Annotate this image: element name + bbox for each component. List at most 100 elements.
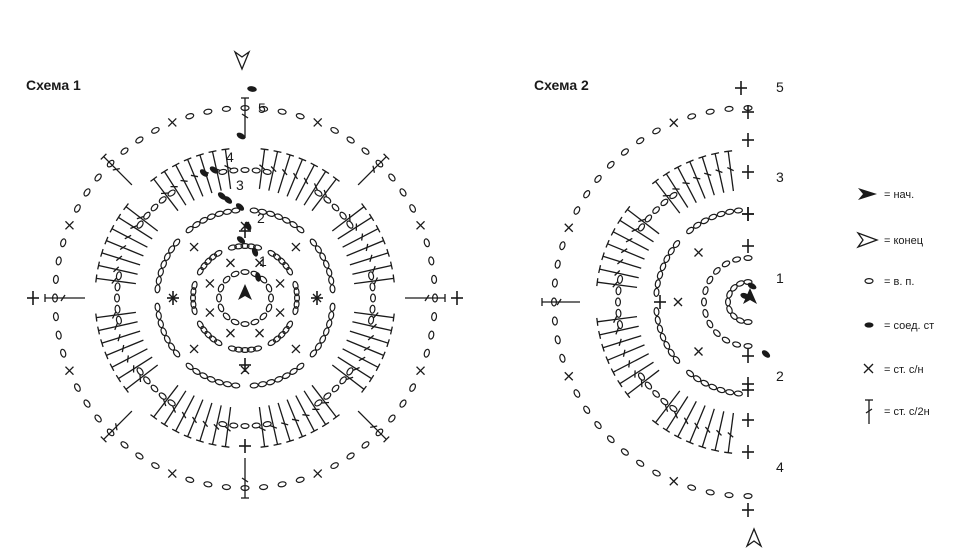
chain-stitch xyxy=(217,283,225,293)
half-double-crochet-stitch xyxy=(596,278,638,289)
chain-stitch xyxy=(409,204,417,213)
hdc-bar xyxy=(616,258,624,265)
hdc-bar xyxy=(365,243,369,252)
chain-stitch xyxy=(234,243,244,250)
hdc-top xyxy=(100,248,104,257)
hdc-post xyxy=(354,311,394,319)
chain-stitch xyxy=(277,481,287,488)
chain-stitch xyxy=(155,310,162,321)
hdc-bar xyxy=(124,234,132,240)
sc-stroke xyxy=(416,366,425,376)
chain-stitch xyxy=(246,243,256,250)
hdc-top xyxy=(601,252,605,261)
hdc-bar xyxy=(424,294,430,302)
hdc-top xyxy=(115,374,122,383)
hdc-top xyxy=(651,419,659,426)
chain-stitch xyxy=(620,148,629,156)
hdc-post xyxy=(619,219,654,243)
single-crochet-stitch xyxy=(65,220,74,230)
single-crochet-stitch xyxy=(275,278,285,288)
chain-stitch xyxy=(167,399,176,407)
chain-stitch xyxy=(282,325,290,335)
chain-stitch xyxy=(282,261,290,271)
single-crochet-stitch xyxy=(669,118,679,128)
chain-stitch xyxy=(150,384,159,393)
chain-stitch xyxy=(329,284,336,294)
hdc-post xyxy=(303,171,327,206)
chain-stitch xyxy=(135,136,144,144)
chain-stitch xyxy=(230,318,240,326)
hdc-post xyxy=(701,156,715,196)
chain-stitch xyxy=(656,270,664,280)
half-double-crochet-stitch xyxy=(115,356,153,383)
hdc-bar xyxy=(270,166,277,173)
half-double-crochet-stitch xyxy=(617,216,654,243)
hdc-top xyxy=(298,434,307,439)
half-double-crochet-stitch xyxy=(601,252,642,269)
chain-stitch xyxy=(240,167,250,174)
chain-stitch xyxy=(583,405,591,414)
chain-stitch xyxy=(706,275,714,285)
hdc-top xyxy=(321,168,330,175)
hdc-top xyxy=(171,162,180,168)
hdc-post xyxy=(224,149,232,189)
hdc-bar xyxy=(202,420,209,428)
half-double-crochet-stitch xyxy=(258,148,269,189)
chain-stitch xyxy=(267,293,274,303)
hdc-bar xyxy=(358,356,366,362)
hdc-bar xyxy=(302,414,310,417)
half-double-crochet-stitch xyxy=(337,213,375,240)
half-double-crochet-stitch xyxy=(698,408,715,449)
chain-stitch xyxy=(326,267,333,277)
chain-stitch xyxy=(388,414,396,423)
chain-stitch xyxy=(594,174,602,183)
half-double-crochet-stitch xyxy=(331,203,367,232)
sc-stroke xyxy=(673,297,683,307)
chain-stitch xyxy=(73,204,81,213)
single-crochet-stitch xyxy=(167,469,177,478)
chain-stitch xyxy=(292,280,299,290)
chain-stitch xyxy=(114,282,121,292)
hdc-top xyxy=(332,176,340,182)
scheme-2-row-label-4: 4 xyxy=(776,459,784,475)
single-crochet-stitch xyxy=(291,242,301,252)
chain-stitch xyxy=(172,238,181,247)
hdc-top xyxy=(109,363,115,372)
hdc-bar xyxy=(162,399,167,407)
hdc-top xyxy=(104,351,109,360)
half-double-crochet-stitch xyxy=(605,344,645,365)
chain-stitch xyxy=(554,259,561,269)
half-double-crochet-stitch xyxy=(711,411,725,452)
chain-stitch xyxy=(716,210,726,218)
chain-stitch xyxy=(221,105,231,112)
chain-stitch xyxy=(399,399,407,408)
hdc-post xyxy=(96,277,136,285)
half-double-crochet-stitch xyxy=(104,236,144,257)
single-crochet-stitch xyxy=(673,297,683,307)
sc-stroke xyxy=(65,220,74,230)
half-double-crochet-stitch xyxy=(97,261,138,275)
chain-stitch xyxy=(583,190,591,199)
half-double-crochet-stitch xyxy=(150,176,179,212)
half-double-crochet-stitch xyxy=(171,395,195,434)
chain-stitch xyxy=(594,421,602,430)
hdc-top xyxy=(150,176,158,182)
chain-stitch xyxy=(323,196,332,204)
sc-stroke xyxy=(205,308,215,318)
half-double-crochet-stitch xyxy=(100,248,141,266)
chain-stitch xyxy=(240,320,250,327)
hdc-post xyxy=(175,164,195,201)
hdc-post xyxy=(311,178,337,212)
half-double-crochet-stitch xyxy=(268,150,282,191)
chain-stitch xyxy=(227,345,237,352)
single-crochet-stitch xyxy=(167,118,177,127)
single-crochet-stitch xyxy=(189,242,199,252)
half-double-crochet-stitch xyxy=(109,224,148,248)
chain-stitch xyxy=(293,293,300,303)
single-crochet-stitch xyxy=(564,223,574,233)
chain-stitch xyxy=(83,399,91,408)
scheme-2-row-label-5: 5 xyxy=(776,79,784,95)
slip-stitch xyxy=(761,350,771,358)
sc-stroke xyxy=(189,242,199,252)
chain-stitch xyxy=(136,367,144,376)
